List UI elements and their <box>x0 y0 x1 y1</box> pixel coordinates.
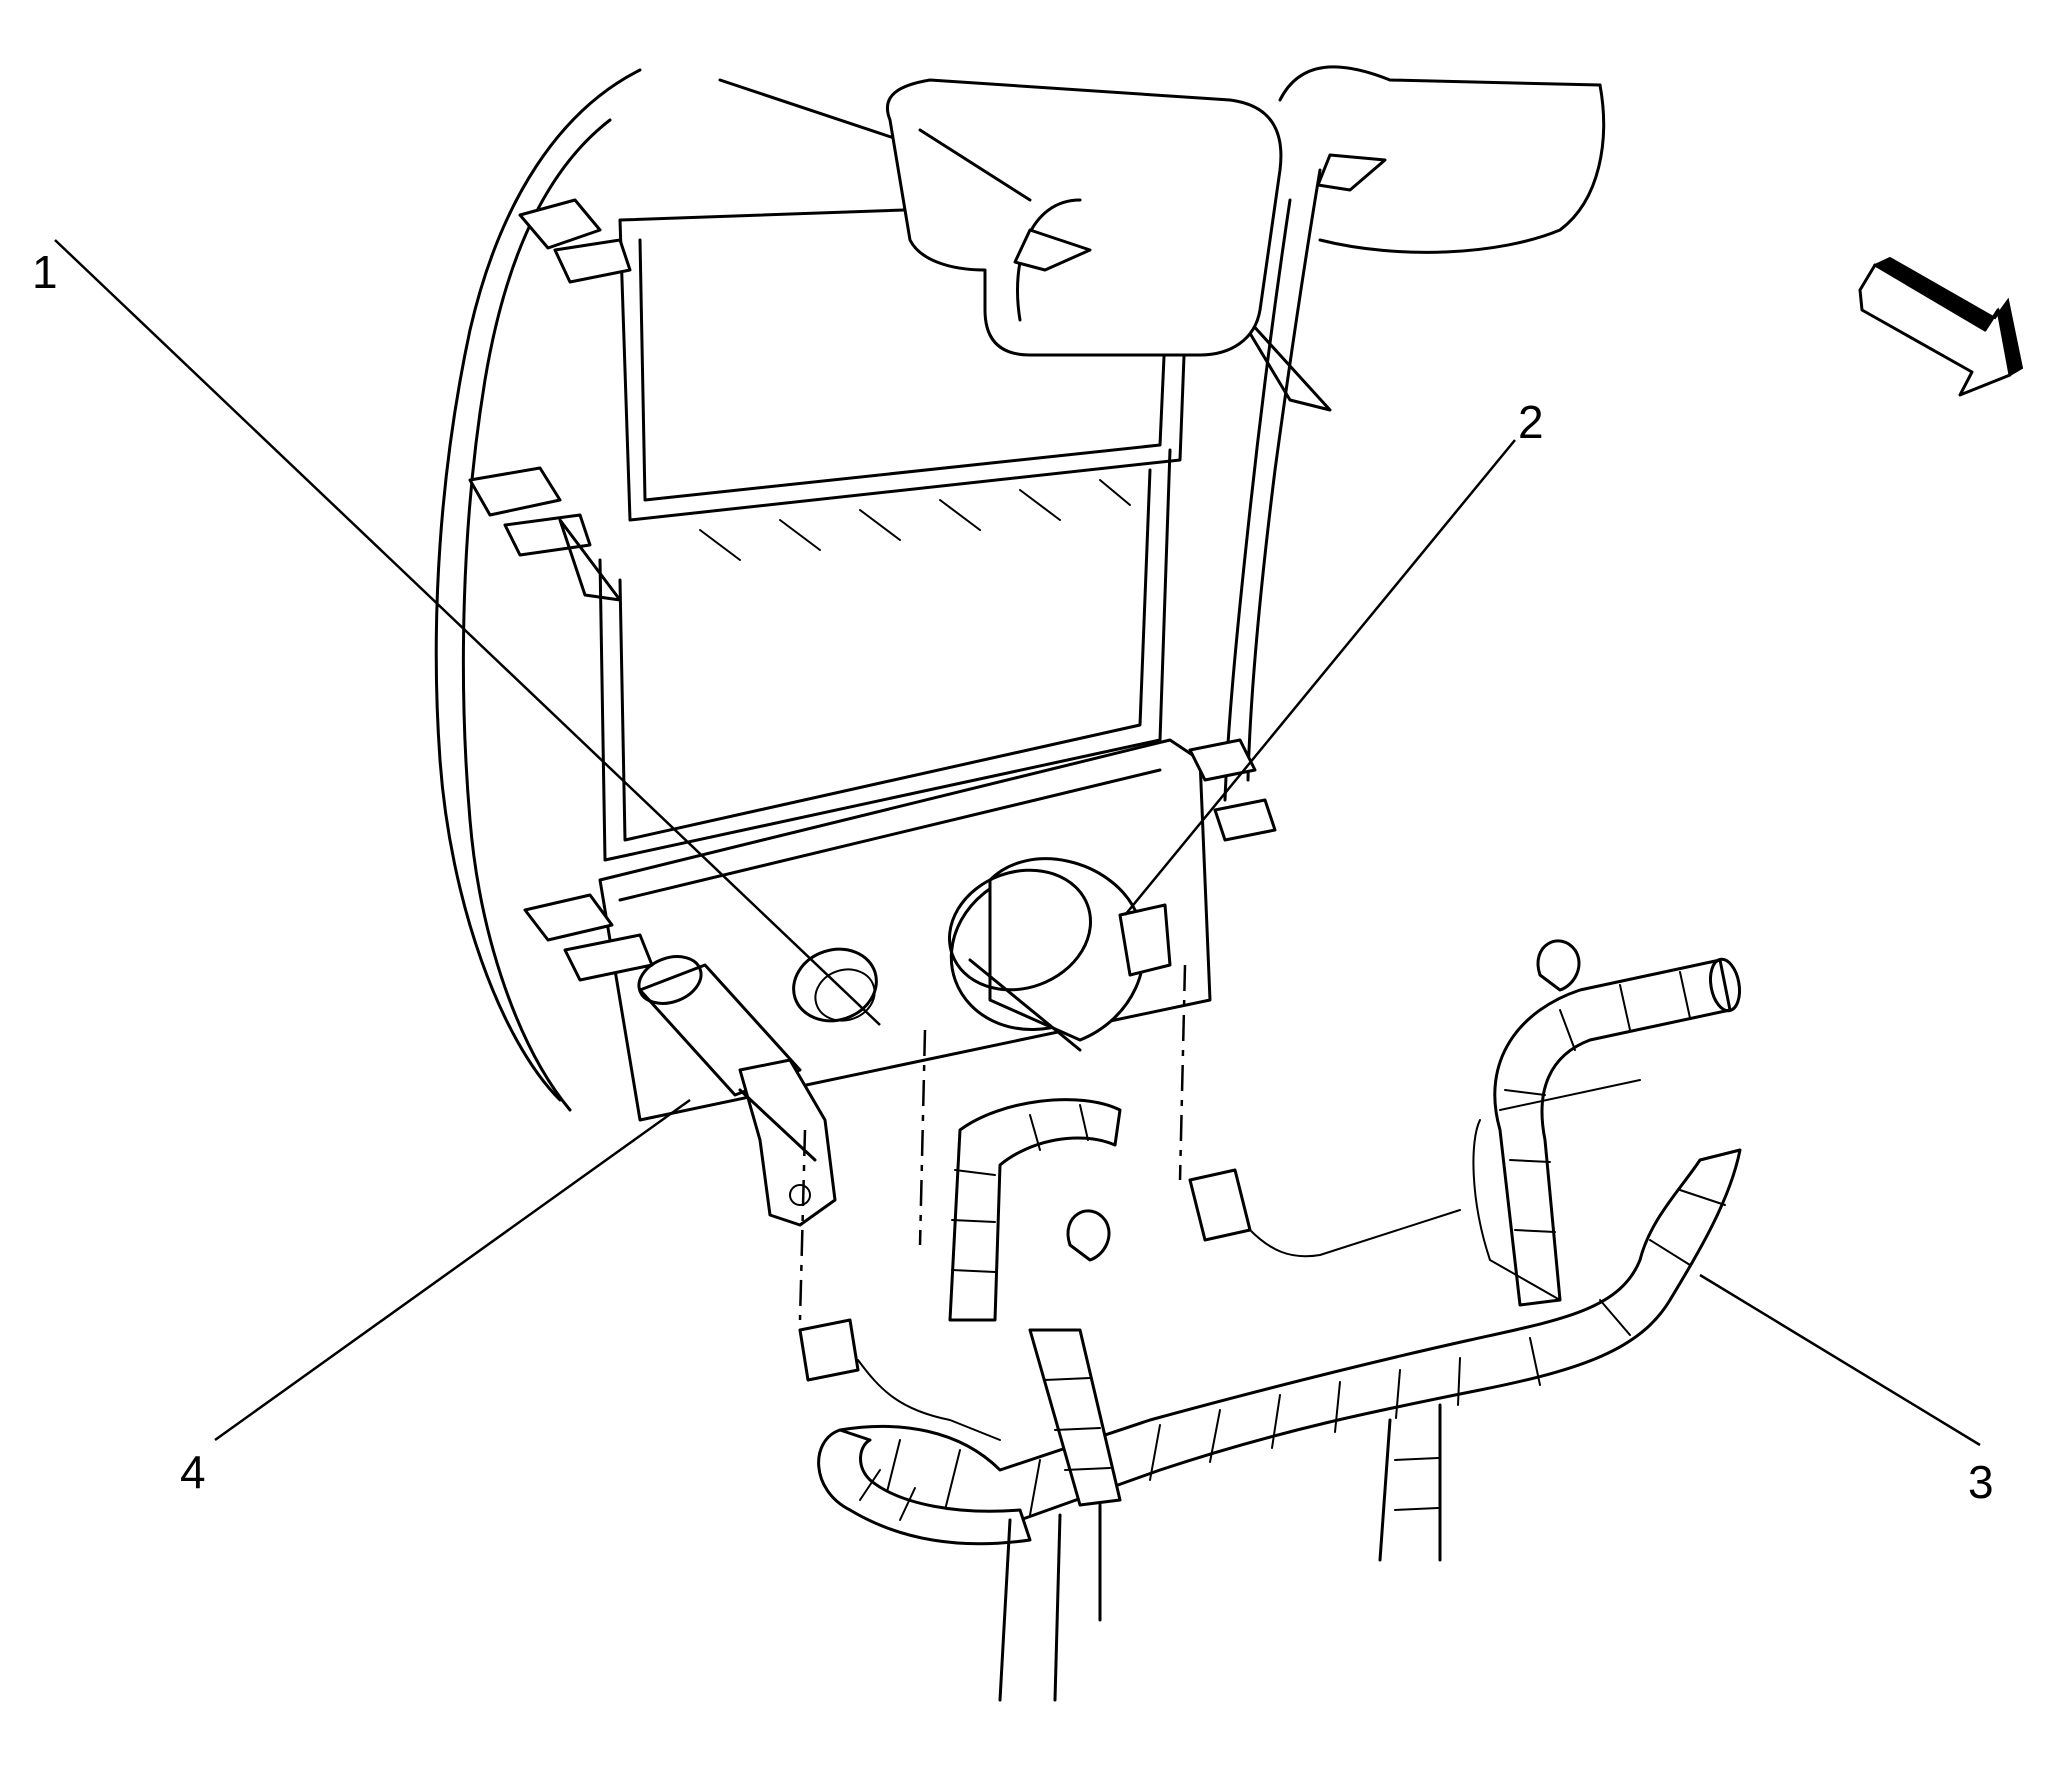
instrument-panel-frame <box>434 65 1606 1122</box>
electrical-connectors <box>798 1168 1461 1441</box>
leader-lines <box>54 239 1981 1447</box>
component-3-wiring-harness <box>817 939 1742 1702</box>
callout-3: 3 <box>1968 1456 1994 1508</box>
upper-duct-housing <box>886 78 1387 357</box>
callout-labels: 1 2 3 4 <box>32 246 1994 1508</box>
component-4-tube <box>637 955 837 1227</box>
callout-2: 2 <box>1518 396 1544 448</box>
callout-4: 4 <box>180 1446 206 1498</box>
component-2-cylinder <box>947 857 1172 1052</box>
alignment-lines <box>798 964 1187 1321</box>
view-direction-arrow-icon <box>1858 256 2024 397</box>
callout-1: 1 <box>32 246 58 298</box>
